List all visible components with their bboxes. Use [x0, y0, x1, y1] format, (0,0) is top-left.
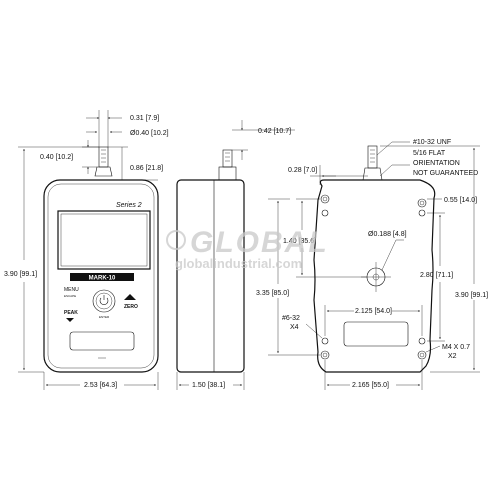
rear-label-recess [343, 321, 409, 347]
dim-side-depth: 1.50 [38.1] [192, 382, 225, 389]
front-dimensions: 0.31 [7.9] Ø0.40 [10.2] 0.40 [10.2] 0.86… [4, 110, 169, 390]
dim-rear-screw-label-1: #6-32 [282, 315, 300, 322]
dim-rear-upper-height: 3.35 [85.0] [256, 290, 289, 297]
watermark-site: globalindustrial.com [175, 256, 302, 271]
side-shaft [222, 149, 233, 168]
dim-rear-m4-label-2: X2 [448, 353, 457, 360]
rear-body [313, 179, 436, 373]
rear-screw-bottom-right [418, 337, 426, 345]
zero-button-label: ZERO [124, 304, 138, 310]
rear-dimensions: #10-32 UNF 5/16 FLAT ORIENTATION NOT GUA… [256, 139, 488, 390]
watermark-brand: GLOBAL [190, 226, 329, 259]
front-view: Series 2 MARK-10 MENU ESCAPE ENTER ZERO … [43, 146, 159, 373]
dim-rear-hole-inset: 0.55 [14.0] [444, 197, 477, 204]
peak-button-label: PEAK [64, 310, 78, 316]
brand-label: MARK-10 [89, 276, 116, 282]
watermark: GLOBAL globalindustrial.com [166, 226, 329, 271]
display-screen [57, 210, 151, 270]
dim-rear-shaft-offset: 0.28 [7.0] [288, 167, 317, 174]
dim-shaft-to-body: 0.86 [21.8] [130, 165, 163, 172]
rear-shaft [367, 145, 378, 169]
dim-shaft-small: 0.31 [7.9] [130, 115, 159, 122]
dim-flat-note-3: NOT GUARANTEED [413, 170, 478, 177]
dim-shaft-large: Ø0.40 [10.2] [130, 130, 169, 137]
dim-rear-screw-height: 2.80 [71.1] [420, 272, 453, 279]
dim-rear-overall-width: 2.165 [55.0] [352, 382, 389, 389]
rear-screw-top-right-2 [418, 209, 426, 217]
menu-button-label: MENU [64, 287, 79, 293]
dim-overall-height-front: 3.90 [99.1] [4, 271, 37, 278]
dim-rear-screw-label-2: X4 [290, 324, 299, 331]
enter-label: ENTER [99, 315, 110, 319]
side-view [176, 149, 245, 373]
dim-side-shaft-length: 0.42 [10.7] [258, 128, 291, 135]
dim-flat-note-1: 5/16 FLAT [413, 150, 446, 157]
dim-shaft-length-front: 0.40 [10.2] [40, 154, 73, 161]
dim-thread: #10-32 UNF [413, 139, 451, 146]
brand-band [70, 273, 134, 281]
series-label: Series 2 [116, 202, 142, 209]
zero-arrow-icon [124, 294, 136, 300]
dim-rear-m4-label-1: M4 X 0.7 [442, 344, 470, 351]
rear-screw-top-left-2 [321, 209, 329, 217]
watermark-globe-icon [166, 230, 186, 250]
dim-rear-hole-dia: Ø0.188 [4.8] [368, 231, 407, 238]
dim-rear-inner-width: 2.125 [54.0] [355, 308, 392, 315]
dim-flat-note-2: ORIENTATION [413, 160, 460, 167]
menu-sub-label: ESCAPE [64, 294, 76, 298]
side-dimensions: 0.42 [10.7] 1.50 [38.1] [176, 120, 295, 390]
rear-screw-top-right [417, 198, 427, 208]
rear-screw-bottom-left-2 [320, 350, 330, 360]
peak-arrow-icon [66, 318, 74, 322]
dim-rear-top-to-hole: 1.40 [35.6] [283, 238, 316, 245]
rear-screw-bottom-right-2 [417, 350, 427, 360]
rear-screw-bottom-left [321, 337, 329, 345]
side-body [176, 179, 245, 373]
front-lower-window [69, 331, 135, 351]
dim-front-width: 2.53 [64.3] [84, 382, 117, 389]
rear-view [313, 145, 436, 373]
power-button [92, 289, 116, 313]
dim-rear-overall-height: 3.90 [99.1] [455, 292, 488, 299]
rear-screw-top-left [320, 194, 330, 204]
